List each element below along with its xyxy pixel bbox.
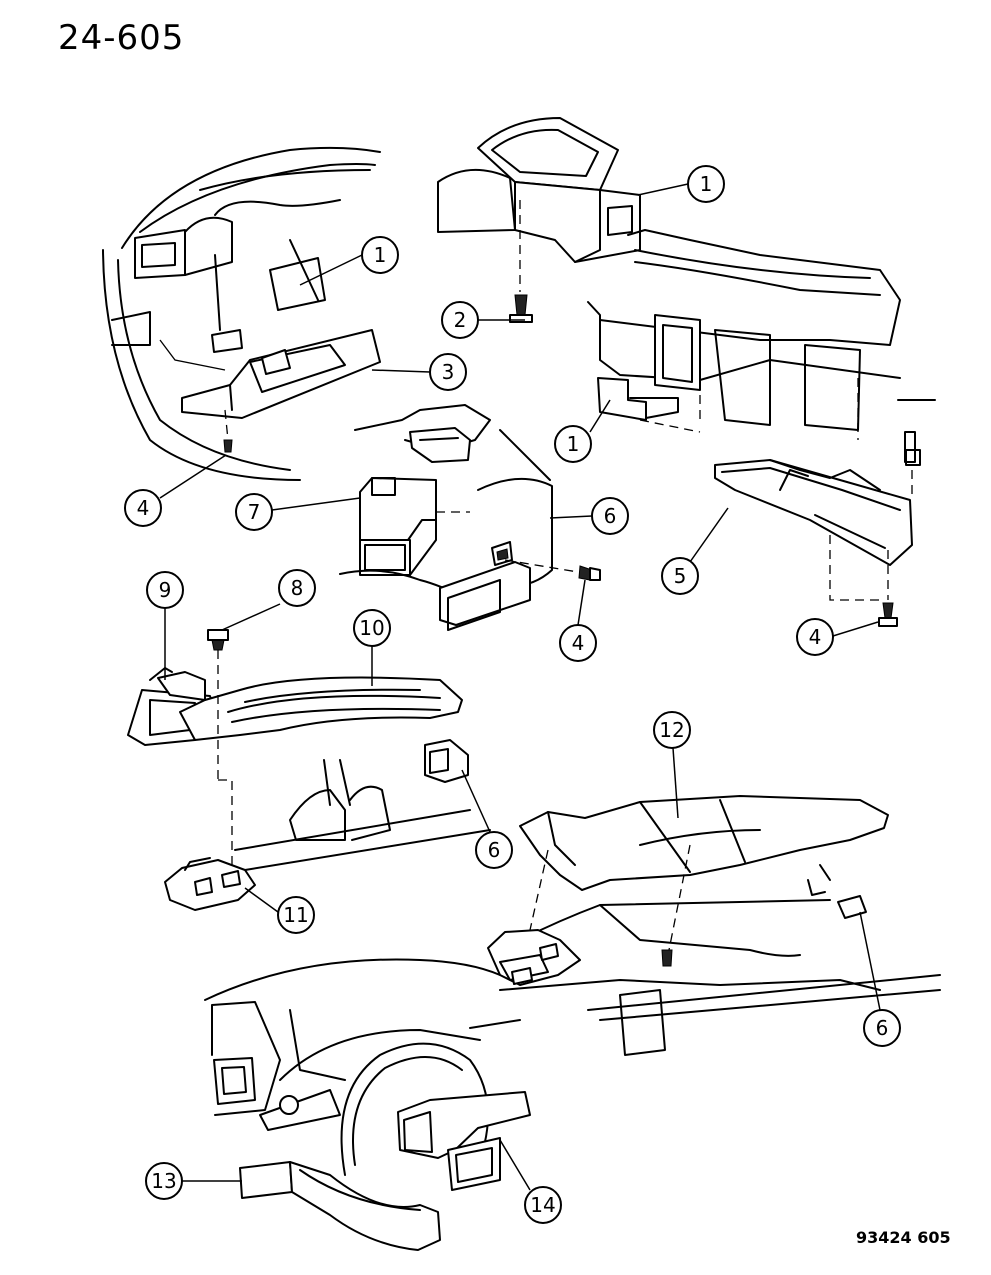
callout-4-middle: 4 <box>559 624 597 662</box>
svg-text:10: 10 <box>359 616 384 640</box>
distribution-duct-part-5 <box>714 449 921 627</box>
callout-2-fastener: 2 <box>441 301 479 339</box>
callout-4-right: 4 <box>796 618 834 656</box>
svg-text:8: 8 <box>291 576 304 600</box>
defroster-duct-part-14 <box>397 1091 531 1191</box>
instrument-panel-right-view <box>587 229 936 463</box>
duct-part-6-middle <box>439 429 601 631</box>
instrument-panel-lower-view <box>204 958 521 1176</box>
svg-text:2: 2 <box>454 308 467 332</box>
svg-text:6: 6 <box>488 838 501 862</box>
adapter-part-7 <box>339 404 491 601</box>
drawing-code: 93424 605 <box>856 1228 951 1247</box>
floor-duct-part-3 <box>159 239 381 453</box>
callout-6-console: 6 <box>475 831 513 869</box>
svg-text:1: 1 <box>374 243 387 267</box>
callout-3-floor-duct: 3 <box>429 353 467 391</box>
svg-text:14: 14 <box>530 1193 555 1217</box>
svg-text:9: 9 <box>159 578 172 602</box>
outlet-duct-part-1-top <box>437 117 641 323</box>
bracket-part-12-mount <box>487 849 581 986</box>
svg-text:7: 7 <box>248 500 261 524</box>
bracket-part-11 <box>164 857 256 911</box>
callout-8-screw: 8 <box>278 569 316 607</box>
callout-14-defroster-duct: 14 <box>524 1186 562 1224</box>
svg-text:4: 4 <box>137 496 150 520</box>
callout-11-bracket: 11 <box>277 896 315 934</box>
console-duct-part-12 <box>499 795 941 1056</box>
callout-6-middle: 6 <box>591 497 629 535</box>
callout-6-right: 6 <box>863 1009 901 1047</box>
svg-text:6: 6 <box>604 504 617 528</box>
svg-text:5: 5 <box>674 564 687 588</box>
callout-9-bracket: 9 <box>146 571 184 609</box>
svg-text:11: 11 <box>283 903 308 927</box>
svg-text:12: 12 <box>659 718 684 742</box>
page-number: 24-605 <box>58 18 185 58</box>
callout-5-distribution-duct: 5 <box>661 557 699 595</box>
svg-text:4: 4 <box>809 625 822 649</box>
callout-1-dash-left: 1 <box>361 236 399 274</box>
svg-text:1: 1 <box>700 172 713 196</box>
svg-text:1: 1 <box>567 432 580 456</box>
console-duct-part-10 <box>127 629 463 870</box>
floor-duct-part-13 <box>239 1161 441 1251</box>
callout-1-dash-right: 1 <box>554 425 592 463</box>
svg-text:4: 4 <box>572 631 585 655</box>
svg-text:3: 3 <box>442 360 455 384</box>
callouts: 1 1 2 3 1 4 7 6 5 9 8 10 4 4 12 6 11 6 1… <box>124 165 901 1224</box>
dash-panel-left-view <box>102 146 381 481</box>
callout-4-left: 4 <box>124 489 162 527</box>
console-floor-detail <box>234 739 491 871</box>
callout-10-console-duct: 10 <box>353 609 391 647</box>
callout-12-console-duct: 12 <box>653 711 691 749</box>
callout-7-adapter: 7 <box>235 493 273 531</box>
svg-text:6: 6 <box>876 1016 889 1040</box>
svg-text:13: 13 <box>151 1169 176 1193</box>
callout-1-outlet-top: 1 <box>687 165 725 203</box>
callout-13-floor-duct: 13 <box>145 1162 183 1200</box>
